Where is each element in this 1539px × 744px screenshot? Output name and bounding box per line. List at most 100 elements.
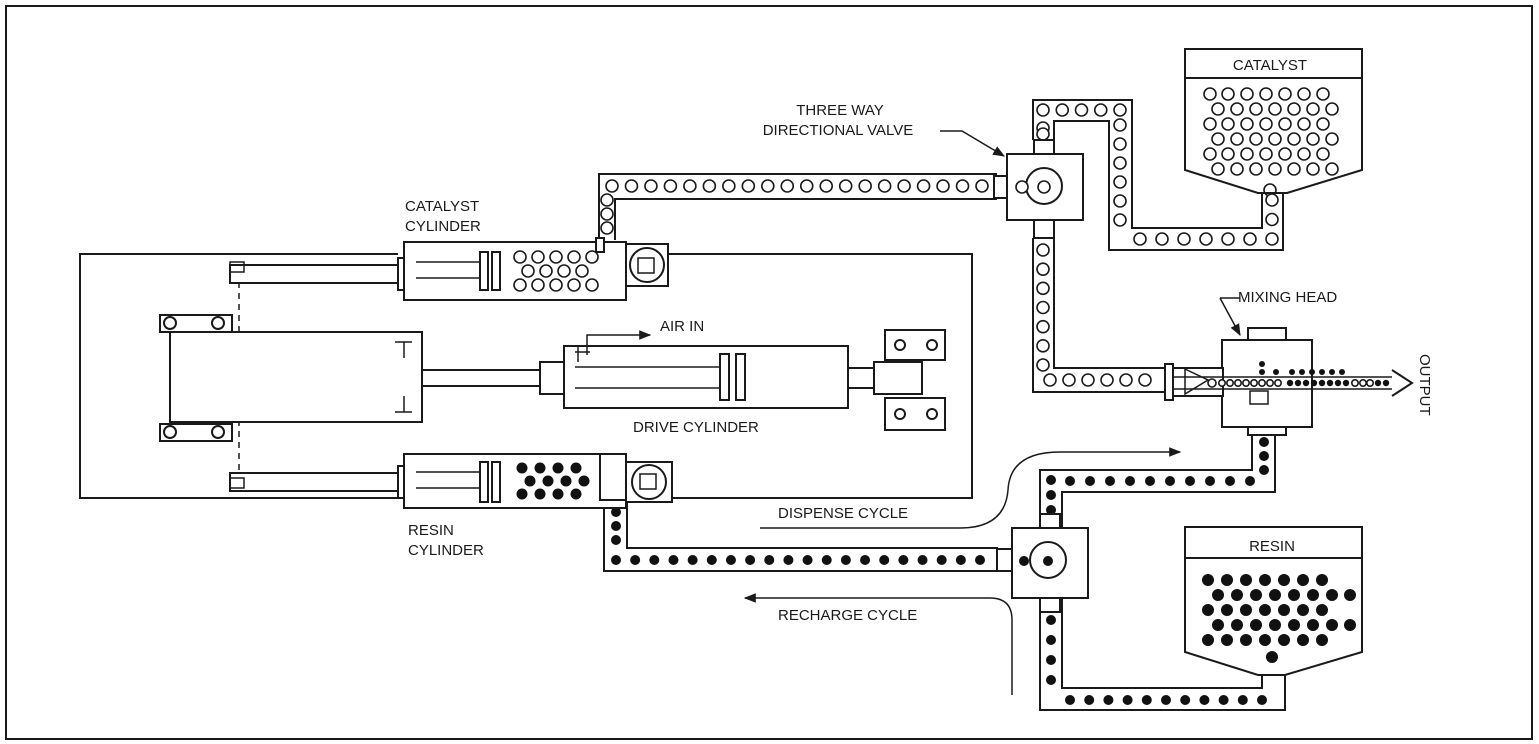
resin-particle bbox=[917, 555, 928, 565]
catalyst-particle bbox=[1203, 147, 1217, 161]
catalyst-particle bbox=[741, 179, 756, 193]
catalyst-particle bbox=[1221, 147, 1235, 161]
catalyst-particle bbox=[1133, 232, 1147, 246]
catalyst-particle bbox=[1278, 147, 1292, 161]
catalyst-particle bbox=[1265, 232, 1279, 246]
catalyst-particle bbox=[1036, 319, 1050, 334]
catalyst-particle bbox=[1074, 103, 1089, 117]
catalyst-particle bbox=[799, 179, 814, 193]
resin-cylinder-label-1: RESIN bbox=[408, 522, 454, 539]
resin-particle bbox=[1299, 369, 1305, 375]
catalyst-tank bbox=[1184, 48, 1363, 197]
resin-particle bbox=[1240, 634, 1252, 646]
resin-particle bbox=[1202, 604, 1214, 616]
resin-particle bbox=[1319, 369, 1325, 375]
left-upper-clamp bbox=[159, 314, 233, 333]
catalyst-particle bbox=[1113, 156, 1127, 170]
resin-particle bbox=[1231, 619, 1243, 631]
catalyst-particle bbox=[1366, 378, 1375, 387]
catalyst-particle bbox=[600, 207, 614, 221]
catalyst-particle bbox=[1259, 117, 1273, 131]
catalyst-particle bbox=[1316, 87, 1330, 101]
catalyst-particle bbox=[1297, 147, 1311, 161]
resin-particle bbox=[1046, 475, 1056, 485]
resin-particle bbox=[1185, 476, 1195, 486]
resin-particle bbox=[1046, 655, 1056, 665]
resin-particle bbox=[1259, 634, 1271, 646]
catalyst-particle bbox=[1351, 378, 1360, 387]
catalyst-particle bbox=[1036, 103, 1050, 117]
resin-particle bbox=[1286, 379, 1294, 387]
resin-particle bbox=[1212, 619, 1224, 631]
resin-particle bbox=[1309, 369, 1315, 375]
resin-particle bbox=[1141, 695, 1152, 705]
resin-particle bbox=[1316, 604, 1328, 616]
catalyst-line-tank-to-valve bbox=[1032, 99, 1284, 251]
left-lower-clamp bbox=[159, 423, 233, 442]
resin-particle bbox=[570, 488, 582, 500]
resin-particle bbox=[1259, 604, 1271, 616]
catalyst-cylinder-label-2: CYLINDER bbox=[405, 218, 481, 235]
resin-line-valve-to-head bbox=[1039, 431, 1276, 528]
output-label: OUTPUT bbox=[1416, 354, 1433, 416]
three-way-valve-label-2: DIRECTIONAL VALVE bbox=[763, 122, 914, 139]
resin-particle bbox=[1237, 695, 1248, 705]
air-in-label: AIR IN bbox=[660, 318, 704, 335]
catalyst-particle bbox=[1203, 87, 1217, 101]
catalyst-particle bbox=[1242, 378, 1251, 387]
resin-particle bbox=[534, 488, 546, 500]
resin-particle bbox=[1259, 465, 1269, 475]
resin-particle bbox=[1250, 589, 1262, 601]
resin-particle bbox=[1273, 369, 1279, 375]
resin-particle bbox=[1125, 476, 1135, 486]
catalyst-particle bbox=[624, 179, 639, 193]
catalyst-particle bbox=[1119, 373, 1133, 387]
catalyst-particle bbox=[1113, 175, 1127, 189]
resin-particle bbox=[1103, 695, 1114, 705]
resin-particle bbox=[840, 555, 851, 565]
catalyst-particle bbox=[1287, 132, 1301, 146]
resin-particle bbox=[745, 555, 756, 565]
catalyst-particle bbox=[663, 179, 678, 193]
recharge-cycle-arrow bbox=[743, 593, 1013, 695]
resin-particle bbox=[649, 555, 660, 565]
resin-particle bbox=[1318, 379, 1326, 387]
resin-particle bbox=[1344, 589, 1356, 601]
catalyst-particle bbox=[531, 250, 545, 264]
catalyst-particle bbox=[531, 278, 545, 292]
resin-particle bbox=[1339, 369, 1345, 375]
catalyst-particle bbox=[1287, 102, 1301, 116]
resin-particles bbox=[1202, 574, 1356, 663]
resin-particle bbox=[764, 555, 775, 565]
dispense-cycle-label: DISPENSE CYCLE bbox=[778, 505, 908, 522]
catalyst-particle bbox=[1221, 117, 1235, 131]
dispense-cycle-arrow bbox=[760, 447, 1182, 529]
catalyst-particle bbox=[600, 193, 614, 207]
catalyst-particle bbox=[549, 250, 563, 264]
catalyst-particle bbox=[1265, 212, 1279, 227]
resin-particle bbox=[975, 555, 985, 565]
resin-particle bbox=[1269, 619, 1281, 631]
resin-particle bbox=[1326, 619, 1338, 631]
resin-particle bbox=[1105, 476, 1115, 486]
resin-particle bbox=[1259, 451, 1269, 461]
mixed-output-particles bbox=[1207, 361, 1390, 388]
resin-particle bbox=[552, 488, 564, 500]
catalyst-particle bbox=[1249, 132, 1263, 146]
resin-particle bbox=[1165, 476, 1175, 486]
resin-particle bbox=[1310, 379, 1318, 387]
catalyst-line-particles bbox=[600, 103, 1279, 387]
catalyst-particle bbox=[644, 179, 658, 193]
catalyst-particle bbox=[1325, 102, 1339, 116]
resin-particle bbox=[1225, 476, 1235, 486]
catalyst-particle bbox=[567, 250, 581, 264]
resin-particle bbox=[1316, 574, 1328, 586]
resin-particle bbox=[687, 555, 698, 565]
catalyst-particle bbox=[1306, 132, 1320, 146]
resin-tank-label: RESIN bbox=[1249, 538, 1295, 555]
resin-particle bbox=[1294, 379, 1302, 387]
resin-particle bbox=[1326, 589, 1338, 601]
drive-cylinder bbox=[421, 329, 946, 431]
catalyst-particle bbox=[1234, 378, 1243, 387]
catalyst-particle bbox=[1113, 118, 1127, 132]
